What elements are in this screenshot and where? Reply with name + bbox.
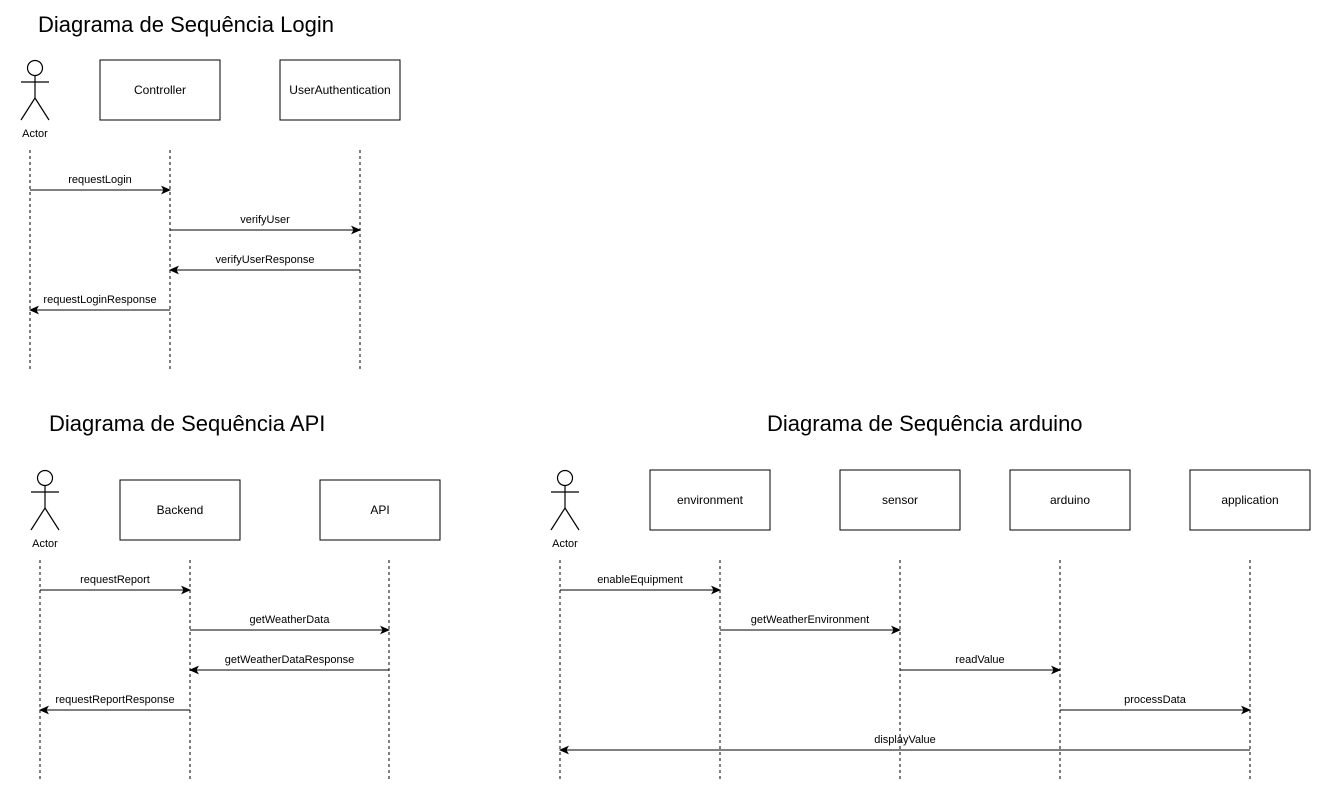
message-label: verifyUser [240, 214, 290, 226]
participant-box [1009, 469, 1131, 531]
participant-userauthentication: UserAuthentication [279, 59, 401, 370]
participant-arduino: arduino [1009, 469, 1131, 780]
message-requestReport: requestReport [40, 574, 191, 595]
participant-label: environment [677, 493, 744, 507]
participant-api: API [319, 479, 441, 780]
message-getWeatherData: getWeatherData [190, 614, 390, 635]
arrowhead-icon [380, 625, 390, 635]
message-label: requestReport [80, 574, 150, 586]
message-label: getWeatherEnvironment [751, 614, 869, 626]
actor-stick-figure-icon [30, 469, 60, 531]
participant-box [319, 479, 441, 541]
participant-box [839, 469, 961, 531]
arrowhead-icon [39, 705, 49, 715]
message-requestReportResponse: requestReportResponse [39, 694, 190, 715]
participant-label: UserAuthentication [289, 83, 390, 97]
participant-sensor: sensor [839, 469, 961, 780]
participant-box [649, 469, 771, 531]
participant-label: sensor [882, 493, 918, 507]
participant-backend: Backend [119, 479, 241, 780]
message-label: enableEquipment [597, 574, 683, 586]
participant-label: application [1221, 493, 1278, 507]
arrowhead-icon [169, 265, 179, 275]
participant-label: Backend [157, 503, 204, 517]
message-label: displayValue [874, 734, 936, 746]
message-label: verifyUserResponse [215, 254, 314, 266]
message-requestLoginResponse: requestLoginResponse [29, 294, 170, 315]
message-label: requestLogin [68, 174, 132, 186]
message-label: readValue [955, 654, 1004, 666]
arrowhead-icon [1241, 705, 1251, 715]
arrowhead-icon [189, 665, 199, 675]
arrowhead-icon [559, 745, 569, 755]
message-readValue: readValue [900, 654, 1061, 675]
arrowhead-icon [161, 185, 171, 195]
participant-box [279, 59, 401, 121]
arrowhead-icon [711, 585, 721, 595]
message-getWeatherDataResponse: getWeatherDataResponse [189, 654, 389, 675]
participant-actor: Actor [550, 469, 580, 780]
participant-environment: environment [649, 469, 771, 780]
actor-label: Actor [22, 128, 48, 140]
actor-label: Actor [552, 538, 578, 550]
participant-label: arduino [1050, 493, 1090, 507]
participant-box [119, 479, 241, 541]
participant-actor: Actor [30, 469, 60, 780]
participant-controller: Controller [99, 59, 221, 370]
actor-stick-figure-icon [20, 59, 50, 121]
arrowhead-icon [351, 225, 361, 235]
message-verifyUser: verifyUser [170, 214, 361, 235]
message-getWeatherEnvironment: getWeatherEnvironment [720, 614, 901, 635]
participant-actor: Actor [20, 59, 50, 370]
sequence-diagram-arduino: Actor environment sensor arduino application… [550, 469, 1311, 780]
message-enableEquipment: enableEquipment [560, 574, 721, 595]
diagram-title-arduino: Diagrama de Sequência arduino [767, 411, 1083, 436]
sequence-diagram-login: Actor Controller UserAuthentication request… [20, 59, 401, 370]
message-displayValue: displayValue [559, 734, 1250, 755]
arrowhead-icon [181, 585, 191, 595]
message-label: requestLoginResponse [43, 294, 156, 306]
message-label: getWeatherData [250, 614, 331, 626]
participant-label: Controller [134, 83, 186, 97]
arrowhead-icon [891, 625, 901, 635]
diagram-title-login: Diagrama de Sequência Login [38, 12, 334, 37]
participant-application: application [1189, 469, 1311, 780]
message-label: processData [1124, 694, 1187, 706]
participant-box [99, 59, 221, 121]
message-verifyUserResponse: verifyUserResponse [169, 254, 360, 275]
message-requestLogin: requestLogin [30, 174, 171, 195]
arrowhead-icon [29, 305, 39, 315]
actor-label: Actor [32, 538, 58, 550]
participant-label: API [370, 503, 389, 517]
arrowhead-icon [1051, 665, 1061, 675]
diagram-title-api: Diagrama de Sequência API [49, 411, 326, 436]
participant-box [1189, 469, 1311, 531]
actor-stick-figure-icon [550, 469, 580, 531]
message-processData: processData [1060, 694, 1251, 715]
message-label: requestReportResponse [55, 694, 174, 706]
sequence-diagram-api: Actor Backend API requestReport getWeatherDa… [30, 469, 441, 780]
message-label: getWeatherDataResponse [225, 654, 354, 666]
